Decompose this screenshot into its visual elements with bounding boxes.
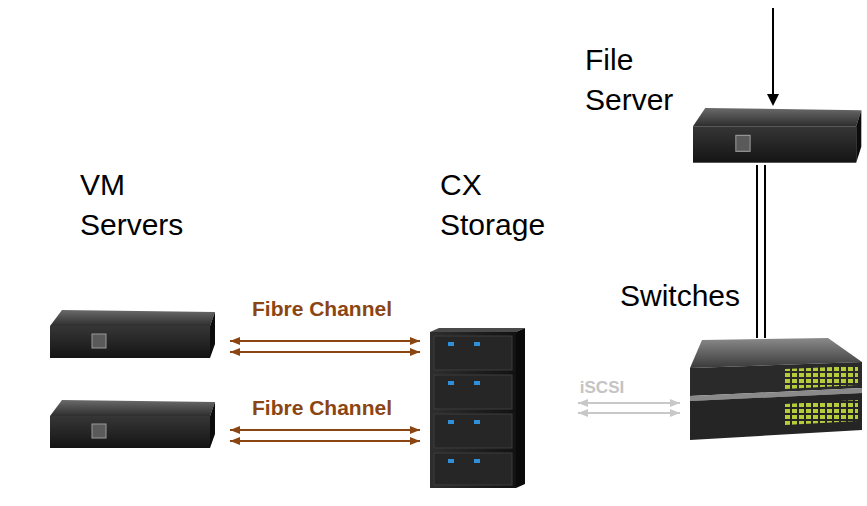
server-front — [50, 416, 210, 448]
switch-ports — [785, 400, 858, 425]
switch-stack-icon — [690, 338, 862, 440]
server-top — [50, 400, 215, 416]
connector-line — [230, 440, 420, 442]
connector-line — [764, 165, 766, 338]
switch-ports — [785, 366, 858, 389]
connector-line — [230, 340, 420, 342]
status-light — [474, 381, 480, 385]
switch-stack: Switches — [685, 338, 862, 442]
server-group: VM Servers — [50, 310, 215, 452]
server-front — [50, 326, 210, 358]
iscsi-link — [578, 403, 680, 413]
server-button — [92, 334, 106, 348]
node-label: CX Storage — [440, 165, 570, 245]
status-light — [448, 459, 454, 463]
connector-line — [230, 429, 420, 431]
connector-line — [578, 412, 680, 414]
server-top — [693, 108, 861, 126]
node-label: Switches — [620, 276, 780, 316]
connector-line — [756, 165, 758, 338]
incoming-arrow — [767, 8, 779, 106]
connection-label: Fibre Channel — [252, 396, 392, 420]
switch-body — [690, 393, 862, 440]
rack-unit — [434, 414, 512, 448]
arrow-head — [767, 94, 779, 106]
status-light — [474, 459, 480, 463]
status-light — [448, 342, 454, 346]
node-label: VM Servers — [80, 165, 200, 245]
node-label: File Server — [585, 40, 685, 120]
server-icon — [50, 310, 215, 358]
rack-top — [430, 328, 525, 332]
server-top — [50, 310, 215, 326]
status-light — [448, 420, 454, 424]
server-side — [210, 402, 215, 448]
connector-line — [230, 351, 420, 353]
server-side — [210, 312, 215, 358]
rack-unit — [434, 375, 512, 409]
storage-array: CX Storage — [430, 328, 525, 488]
rack-front — [430, 332, 516, 488]
status-light — [474, 420, 480, 424]
rack-unit — [434, 336, 512, 370]
server-icon — [50, 400, 215, 448]
storage-rack-icon — [430, 328, 525, 488]
rack-side — [516, 328, 525, 488]
uplink-cable — [757, 165, 765, 338]
server-button — [736, 135, 750, 151]
server-button — [92, 424, 106, 438]
server-icon — [693, 108, 861, 163]
fibre-channel-link — [230, 430, 420, 441]
connector-line — [578, 402, 680, 404]
server-front — [693, 126, 856, 162]
rack-unit — [434, 453, 512, 485]
file-server: File Server — [693, 108, 862, 165]
status-light — [474, 342, 480, 346]
status-light — [448, 381, 454, 385]
arrow-shaft — [772, 8, 774, 96]
connection-label: iSCSI — [580, 378, 624, 398]
connection-label: Fibre Channel — [252, 297, 392, 321]
server-side — [856, 110, 861, 162]
fibre-channel-link — [230, 341, 420, 352]
